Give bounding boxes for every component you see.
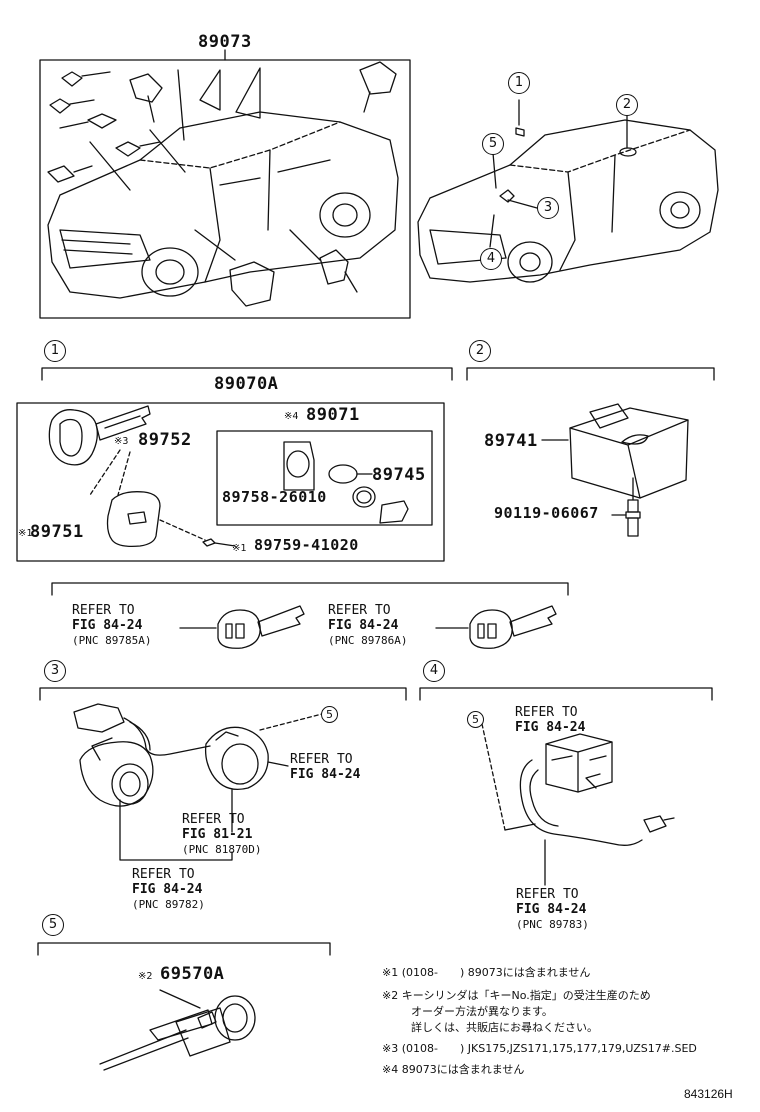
overview-callout-1: 1	[508, 72, 530, 94]
section-1-number: 1	[44, 340, 66, 362]
overview-box	[39, 59, 411, 319]
note-1: ※1 (0108- ) 89073には含まれません	[382, 966, 591, 979]
overview-parts-icons	[47, 61, 397, 307]
section3-refer-c: REFER TO FIG 84-24 (PNC 89782)	[132, 867, 205, 911]
section3-parts	[73, 703, 323, 861]
assembly-part-number: 89070A	[214, 374, 279, 394]
overview-callout-3: 3	[537, 197, 559, 219]
oring-part-number: 89758-26010	[222, 488, 327, 506]
car-right-illustration	[417, 119, 719, 283]
section5-part	[99, 989, 256, 1071]
keys-bracket	[51, 582, 569, 596]
section3-refer-a: REFER TO FIG 84-24	[290, 752, 361, 782]
section3-callout-5: 5	[321, 706, 338, 723]
key-note-mark: ※3	[114, 436, 129, 447]
note-4: ※4 89073には含まれません	[382, 1063, 525, 1076]
cover-note-mark: ※1	[18, 528, 33, 539]
bolt-part-number: 90119-06067	[494, 504, 599, 522]
screw-part-number: 89759-41020	[254, 536, 359, 554]
cylinder-note-mark: ※2	[138, 971, 153, 982]
section4-parts	[481, 723, 675, 886]
key-right-refer: REFER TO FIG 84-24 (PNC 89786A)	[328, 603, 408, 647]
screw-note-mark: ※1	[232, 543, 247, 554]
section1-bracket	[41, 367, 453, 381]
note-3: ※3 (0108- ) JKS175,JZS171,175,177,179,UZ…	[382, 1042, 697, 1055]
section-3-number: 3	[44, 660, 66, 682]
note-2-line3: 詳しくは、共販店にお尋ねください。	[411, 1021, 598, 1034]
unit-part-number: 89741	[484, 431, 538, 451]
note-2-line2: オーダー方法が異なります。	[411, 1005, 553, 1018]
section4-refer-b: REFER TO FIG 84-24 (PNC 89783)	[516, 887, 589, 931]
overview-callout-5: 5	[482, 133, 504, 155]
section1-box	[16, 402, 445, 562]
sub-assembly-note-mark: ※4	[284, 411, 299, 422]
cover-part-number: 89751	[30, 522, 84, 542]
figure-id: 843126H	[684, 1087, 733, 1101]
section-5-number: 5	[42, 914, 64, 936]
sub-assembly-part-number: 89071	[306, 405, 360, 425]
section4-refer-a: REFER TO FIG 84-24	[515, 705, 586, 735]
car-left-illustration	[47, 111, 399, 299]
section2-parts	[541, 403, 689, 537]
note-2-line1: ※2 キーシリンダは「キーNo.指定」の受注生産のため	[382, 989, 651, 1002]
section5-bracket	[37, 942, 331, 956]
key-part-number: 89752	[138, 430, 192, 450]
section2-bracket	[466, 367, 715, 381]
section4-bracket	[419, 687, 713, 701]
main-part-number: 89073	[198, 32, 252, 52]
section3-bracket	[39, 687, 407, 701]
section3-refer-b: REFER TO FIG 81-21 (PNC 81870D)	[182, 812, 262, 856]
section-2-number: 2	[469, 340, 491, 362]
overview-callout-2: 2	[616, 94, 638, 116]
key-left-refer: REFER TO FIG 84-24 (PNC 89785A)	[72, 603, 152, 647]
cylinder-part-number: 69570A	[160, 964, 225, 984]
overview-callout-4: 4	[480, 248, 502, 270]
section1-parts	[48, 405, 409, 548]
section-4-number: 4	[423, 660, 445, 682]
section1-subbox	[216, 430, 433, 526]
refer-keys	[179, 605, 557, 649]
battery-part-number: 89745	[372, 465, 426, 485]
section4-callout-5: 5	[467, 711, 484, 728]
